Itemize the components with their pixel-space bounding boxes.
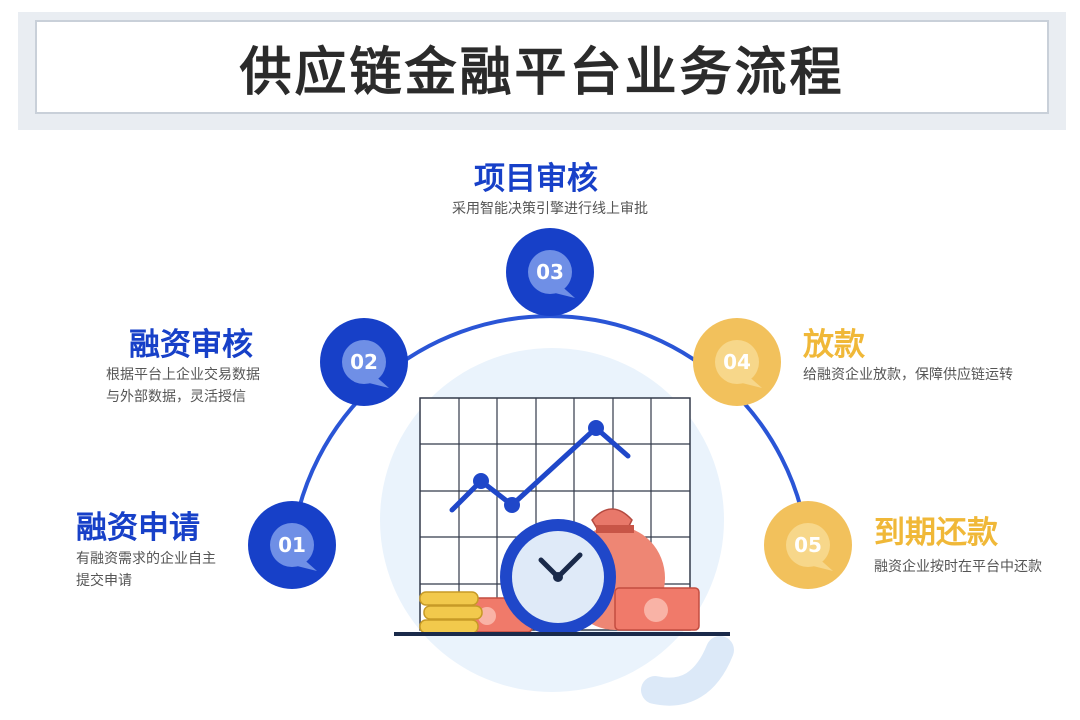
- step-title-02: 融资审核: [129, 327, 253, 363]
- step-title-04: 放款: [803, 327, 865, 363]
- step-desc-05: 融资企业按时在平台中还款: [874, 559, 1042, 575]
- step-title-01: 融资申请: [76, 510, 200, 546]
- step-number-04: 04: [715, 340, 759, 384]
- step-desc-01: 有融资需求的企业自主 提交申请: [76, 551, 216, 589]
- title-box: 供应链金融平台业务流程: [35, 20, 1049, 114]
- trend-line-icon: [449, 420, 631, 513]
- step-desc-03: 采用智能决策引擎进行线上审批: [452, 201, 648, 217]
- step-number-01: 01: [270, 523, 314, 567]
- clock-icon: [500, 519, 616, 635]
- page-title: 供应链金融平台业务流程: [239, 42, 845, 103]
- step-desc-02: 根据平台上企业交易数据 与外部数据，灵活授信: [106, 367, 260, 405]
- process-arc: [290, 314, 810, 545]
- step-number-02: 02: [342, 340, 386, 384]
- step-number-03: 03: [528, 250, 572, 294]
- step-desc-04: 给融资企业放款，保障供应链运转: [803, 367, 1013, 383]
- step-title-03: 项目审核: [474, 161, 598, 197]
- step-title-05: 到期还款: [874, 515, 998, 551]
- background-swoosh: [641, 636, 734, 706]
- coin-stack-icon: [419, 591, 483, 634]
- step-number-05: 05: [786, 523, 830, 567]
